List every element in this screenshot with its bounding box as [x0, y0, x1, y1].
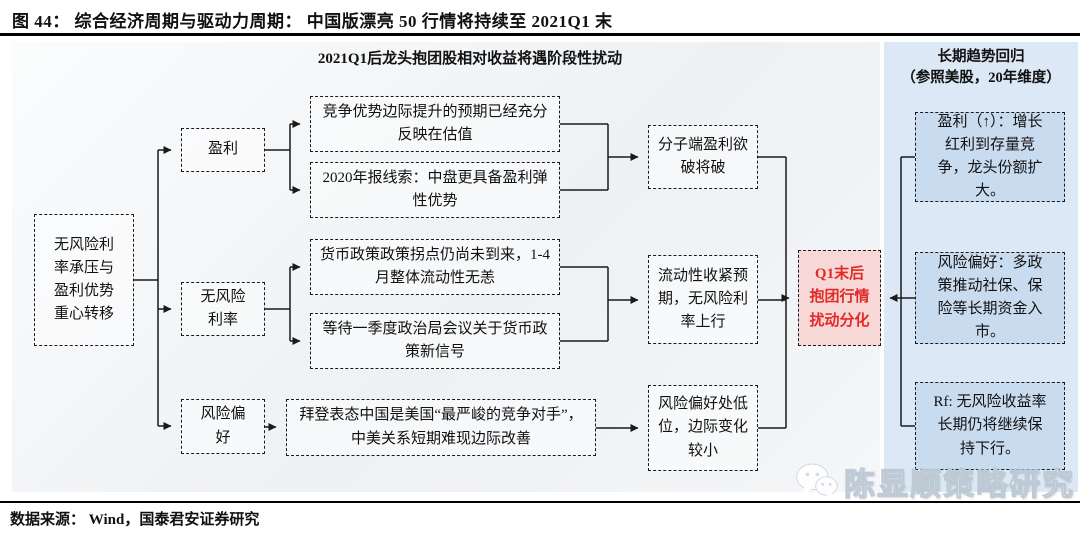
trend-box-profit: 盈利（↑）：增长红利到存量竞争，龙头份额扩大。 [915, 112, 1065, 202]
summary-box-earnings: 分子端盈利欲破将破 [648, 125, 758, 189]
detail-box-annual-report: 2020年报线索：中盘更具备盈利弹性优势 [310, 162, 560, 218]
detail-box-monetary-policy: 货币政策政策拐点仍尚未到来，1-4月整体流动性无恙 [310, 239, 560, 295]
footer-divider [0, 501, 1080, 503]
flowchart-subtitle: 2021Q1后龙头抱团股相对收益将遇阶段性扰动 [317, 51, 623, 67]
data-source: 数据来源： Wind，国泰君安证券研究 [10, 512, 260, 528]
trend-box-rf: Rf: 无风险收益率长期仍将继续保持下行。 [915, 382, 1065, 470]
category-profit: 盈利 [181, 128, 265, 172]
figure-title: 图 44： 综合经济周期与驱动力周期： 中国版漂亮 50 行情将持续至 2021… [12, 12, 613, 31]
trend-box-risk-appetite: 风险偏好：多政策推动社保、保险等长期资金入市。 [915, 252, 1065, 344]
outcome-box: Q1末后抱团行情扰动分化 [798, 250, 881, 346]
trend-title-line2: （参照美股，20年维度） [901, 70, 1061, 87]
summary-box-risk-appetite: 风险偏好处低位，边际变化较小 [648, 385, 758, 471]
title-divider [0, 33, 1080, 36]
category-risk-free-rate: 无风险利率 [181, 282, 265, 336]
detail-box-us-china: 拜登表态中国是美国“最严峻的竞争对手”，中美关系短期难现边际改善 [286, 399, 596, 456]
trend-title-line1: 长期趋势回归 [937, 49, 1025, 65]
root-box: 无风险利率承压与盈利优势重心转移 [34, 214, 134, 346]
category-risk-appetite: 风险偏好 [181, 399, 265, 454]
watermark-label: 陈显顺策略研究 [843, 466, 1075, 502]
watermark: 陈显顺策略研究 [795, 456, 1075, 506]
wechat-icon [796, 463, 838, 499]
summary-box-liquidity: 流动性收紧预期，无风险利率上行 [648, 255, 758, 344]
detail-box-valuation: 竞争优势边际提升的预期已经充分反映在估值 [310, 96, 560, 152]
detail-box-politburo: 等待一季度政治局会议关于货币政策新信号 [310, 313, 560, 369]
trend-panel-title: 长期趋势回归 （参照美股，20年维度） [884, 47, 1078, 89]
